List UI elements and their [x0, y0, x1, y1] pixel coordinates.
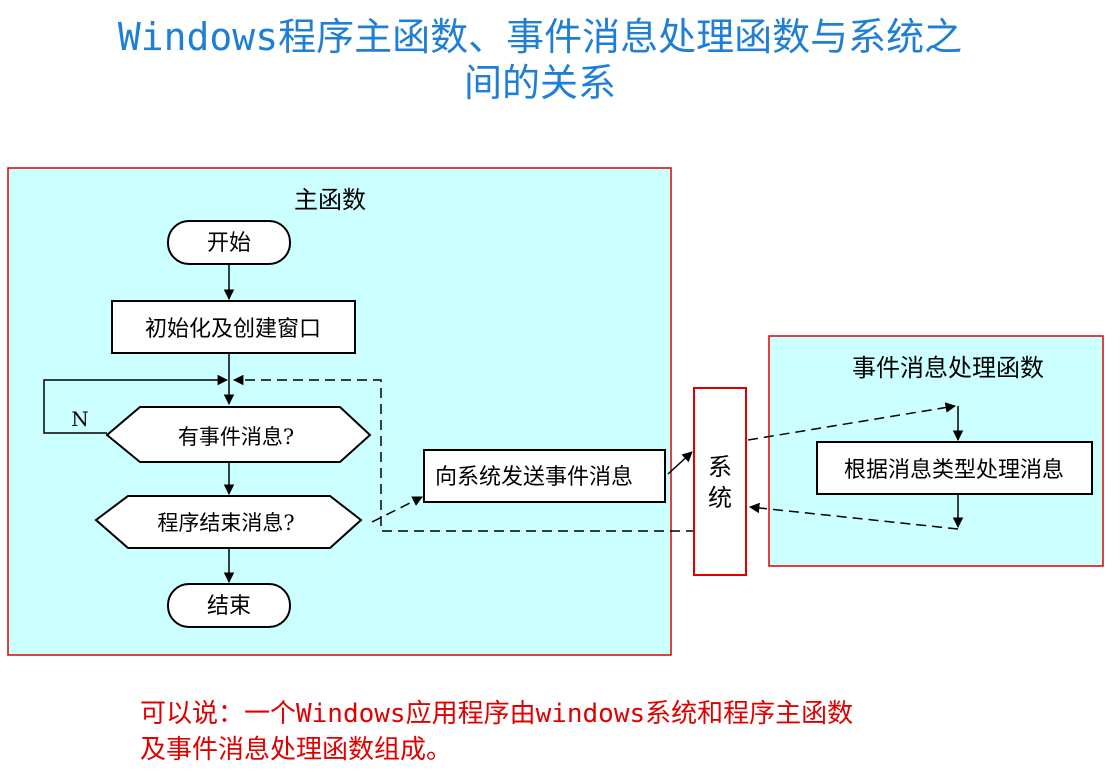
arrow-send-to-system	[667, 451, 693, 475]
slide-title-line-2: 间的关系	[463, 61, 616, 105]
summary-caption-line-1: 可以说：一个Windows应用程序由windows系统和程序主函数	[140, 699, 854, 729]
start-label: 开始	[207, 231, 251, 256]
no-loop-line	[43, 374, 229, 434]
message-handler-label: 事件消息处理函数	[852, 354, 1044, 382]
system-box	[693, 387, 747, 576]
summary-caption-line-2: 及事件消息处理函数组成。	[140, 735, 453, 765]
send-message-label: 向系统发送事件消息	[435, 465, 633, 490]
arrow-system-to-handler	[747, 402, 957, 441]
slide-title-line-1: Windows程序主函数、事件消息处理函数与系统之	[117, 15, 963, 59]
slide-title: Windows程序主函数、事件消息处理函数与系统之 间的关系	[0, 14, 1080, 106]
send-message-box	[423, 449, 666, 503]
main-function-label: 主函数	[294, 186, 366, 214]
end-terminator	[167, 583, 291, 628]
init-window-box	[111, 300, 356, 354]
end-message-label: 程序结束消息?	[157, 511, 294, 535]
init-window-label: 初始化及创建窗口	[145, 317, 321, 342]
has-message-label: 有事件消息?	[178, 425, 294, 449]
summary-caption: 可以说：一个Windows应用程序由windows系统和程序主函数 及事件消息处…	[140, 696, 1040, 768]
process-message-label: 根据消息类型处理消息	[844, 458, 1064, 483]
end-message-decision	[94, 495, 363, 549]
arrow-handler-to-system	[748, 502, 959, 530]
end-label: 结束	[207, 594, 251, 619]
process-message-box	[816, 441, 1093, 495]
no-loop-label: N	[71, 407, 89, 431]
system-label-char-2: 统	[708, 484, 732, 512]
has-message-decision	[105, 406, 372, 463]
system-return-line	[232, 374, 696, 532]
system-label-char-1: 系	[708, 453, 732, 481]
